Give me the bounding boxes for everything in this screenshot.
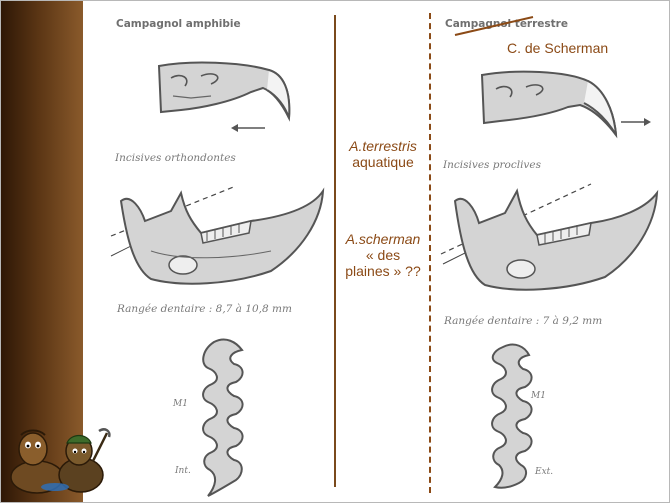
- right-mandible-drawing: [440, 183, 659, 291]
- right-molar-label-m1: M1: [531, 391, 546, 401]
- left-mandible-drawing: [110, 185, 325, 285]
- right-incisor-caption: Incisives proclives: [443, 159, 541, 171]
- mole-mascot-illustration: [10, 428, 111, 494]
- center-divider-solid: [334, 15, 336, 487]
- right-molar-row-drawing: [491, 343, 533, 489]
- species2-name: A.scherman: [345, 231, 421, 247]
- species2-block: A.scherman « des plaines » ??: [339, 231, 427, 279]
- center-divider-dashed: [429, 13, 431, 493]
- species2-desc-line2: plaines » ??: [345, 263, 421, 279]
- right-molar-label-ext: Ext.: [535, 467, 554, 477]
- left-upper-incisor-drawing: [157, 61, 291, 122]
- left-row-caption: Rangée dentaire : 8,7 à 10,8 mm: [117, 303, 292, 315]
- left-incisor-caption: Incisives orthondontes: [115, 152, 236, 164]
- left-decorative-bar: [1, 1, 83, 502]
- left-title: Campagnol amphibie: [116, 18, 241, 30]
- species1-name: A.terrestris: [349, 138, 417, 154]
- right-row-caption: Rangée dentaire : 7 à 9,2 mm: [444, 315, 603, 327]
- species2-desc-line1: « des: [365, 247, 401, 263]
- right-arrow-icon: [621, 118, 651, 126]
- left-molar-row-drawing: [202, 338, 244, 497]
- left-molar-label-m1: M1: [173, 399, 188, 409]
- left-molar-label-int: Int.: [175, 466, 191, 476]
- left-arrow-icon: [231, 124, 265, 132]
- strike-through-mark: [454, 16, 534, 36]
- right-correction-label: C. de Scherman: [507, 40, 609, 56]
- species1-desc: aquatique: [352, 154, 414, 170]
- right-upper-incisor-drawing: [480, 70, 618, 139]
- species1-block: A.terrestris aquatique: [339, 138, 427, 170]
